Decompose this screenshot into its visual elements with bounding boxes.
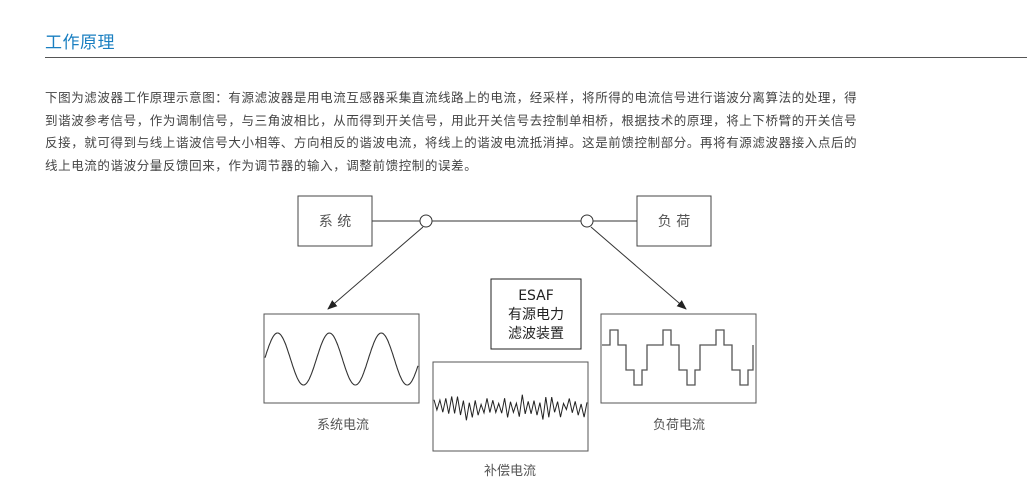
load-box: 负 荷 xyxy=(636,195,712,247)
esaf-filter-box: ESAF 有源电力 滤波装置 xyxy=(490,278,582,350)
filter-name-line: 滤波装置 xyxy=(508,326,564,342)
section-title: 工作原理 xyxy=(45,33,115,53)
stepped-waveform xyxy=(602,329,754,386)
filter-name-line: 有源电力 xyxy=(508,307,564,323)
arrow-to-system-current xyxy=(327,226,424,310)
load-box-label: 负 荷 xyxy=(658,214,690,230)
title-divider xyxy=(45,57,1027,58)
load-current-panel: 负荷电流 xyxy=(600,313,757,433)
description-line: 反接，就可得到与线上谐波信号大小相等、方向相反的谐波电流，将线上的谐波电流抵消掉… xyxy=(45,135,858,150)
description-line: 线上电流的谐波分量反馈回来，作为调节器的输入，调整前馈控制的误差。 xyxy=(45,157,478,173)
arrow-to-load-current xyxy=(590,226,687,310)
sine-waveform xyxy=(264,332,419,386)
description-line: 下图为滤波器工作原理示意图：有源滤波器是用电流互感器采集直流线路上的电流，经采样… xyxy=(45,90,858,105)
compensation-current-panel: 补偿电流 xyxy=(432,361,589,479)
system-box-label: 系 统 xyxy=(319,214,351,230)
compensation-waveform xyxy=(433,394,588,421)
load-current-label: 负荷电流 xyxy=(653,418,705,433)
system-side-sensor-node xyxy=(419,214,433,228)
description-line: 到谐波参考信号，作为调制信号，与三角波相比，从而得到开关信号，用此开关信号去控制… xyxy=(45,112,858,128)
compensation-current-label: 补偿电流 xyxy=(484,464,536,479)
system-box: 系 统 xyxy=(297,195,373,247)
system-current-panel: 系统电流 xyxy=(263,313,420,433)
description-paragraph: 下图为滤波器工作原理示意图：有源滤波器是用电流互感器采集直流线路上的电流，经采样… xyxy=(45,87,985,177)
load-side-sensor-node xyxy=(580,214,594,228)
system-current-label: 系统电流 xyxy=(317,418,369,433)
esaf-label: ESAF xyxy=(518,288,554,304)
